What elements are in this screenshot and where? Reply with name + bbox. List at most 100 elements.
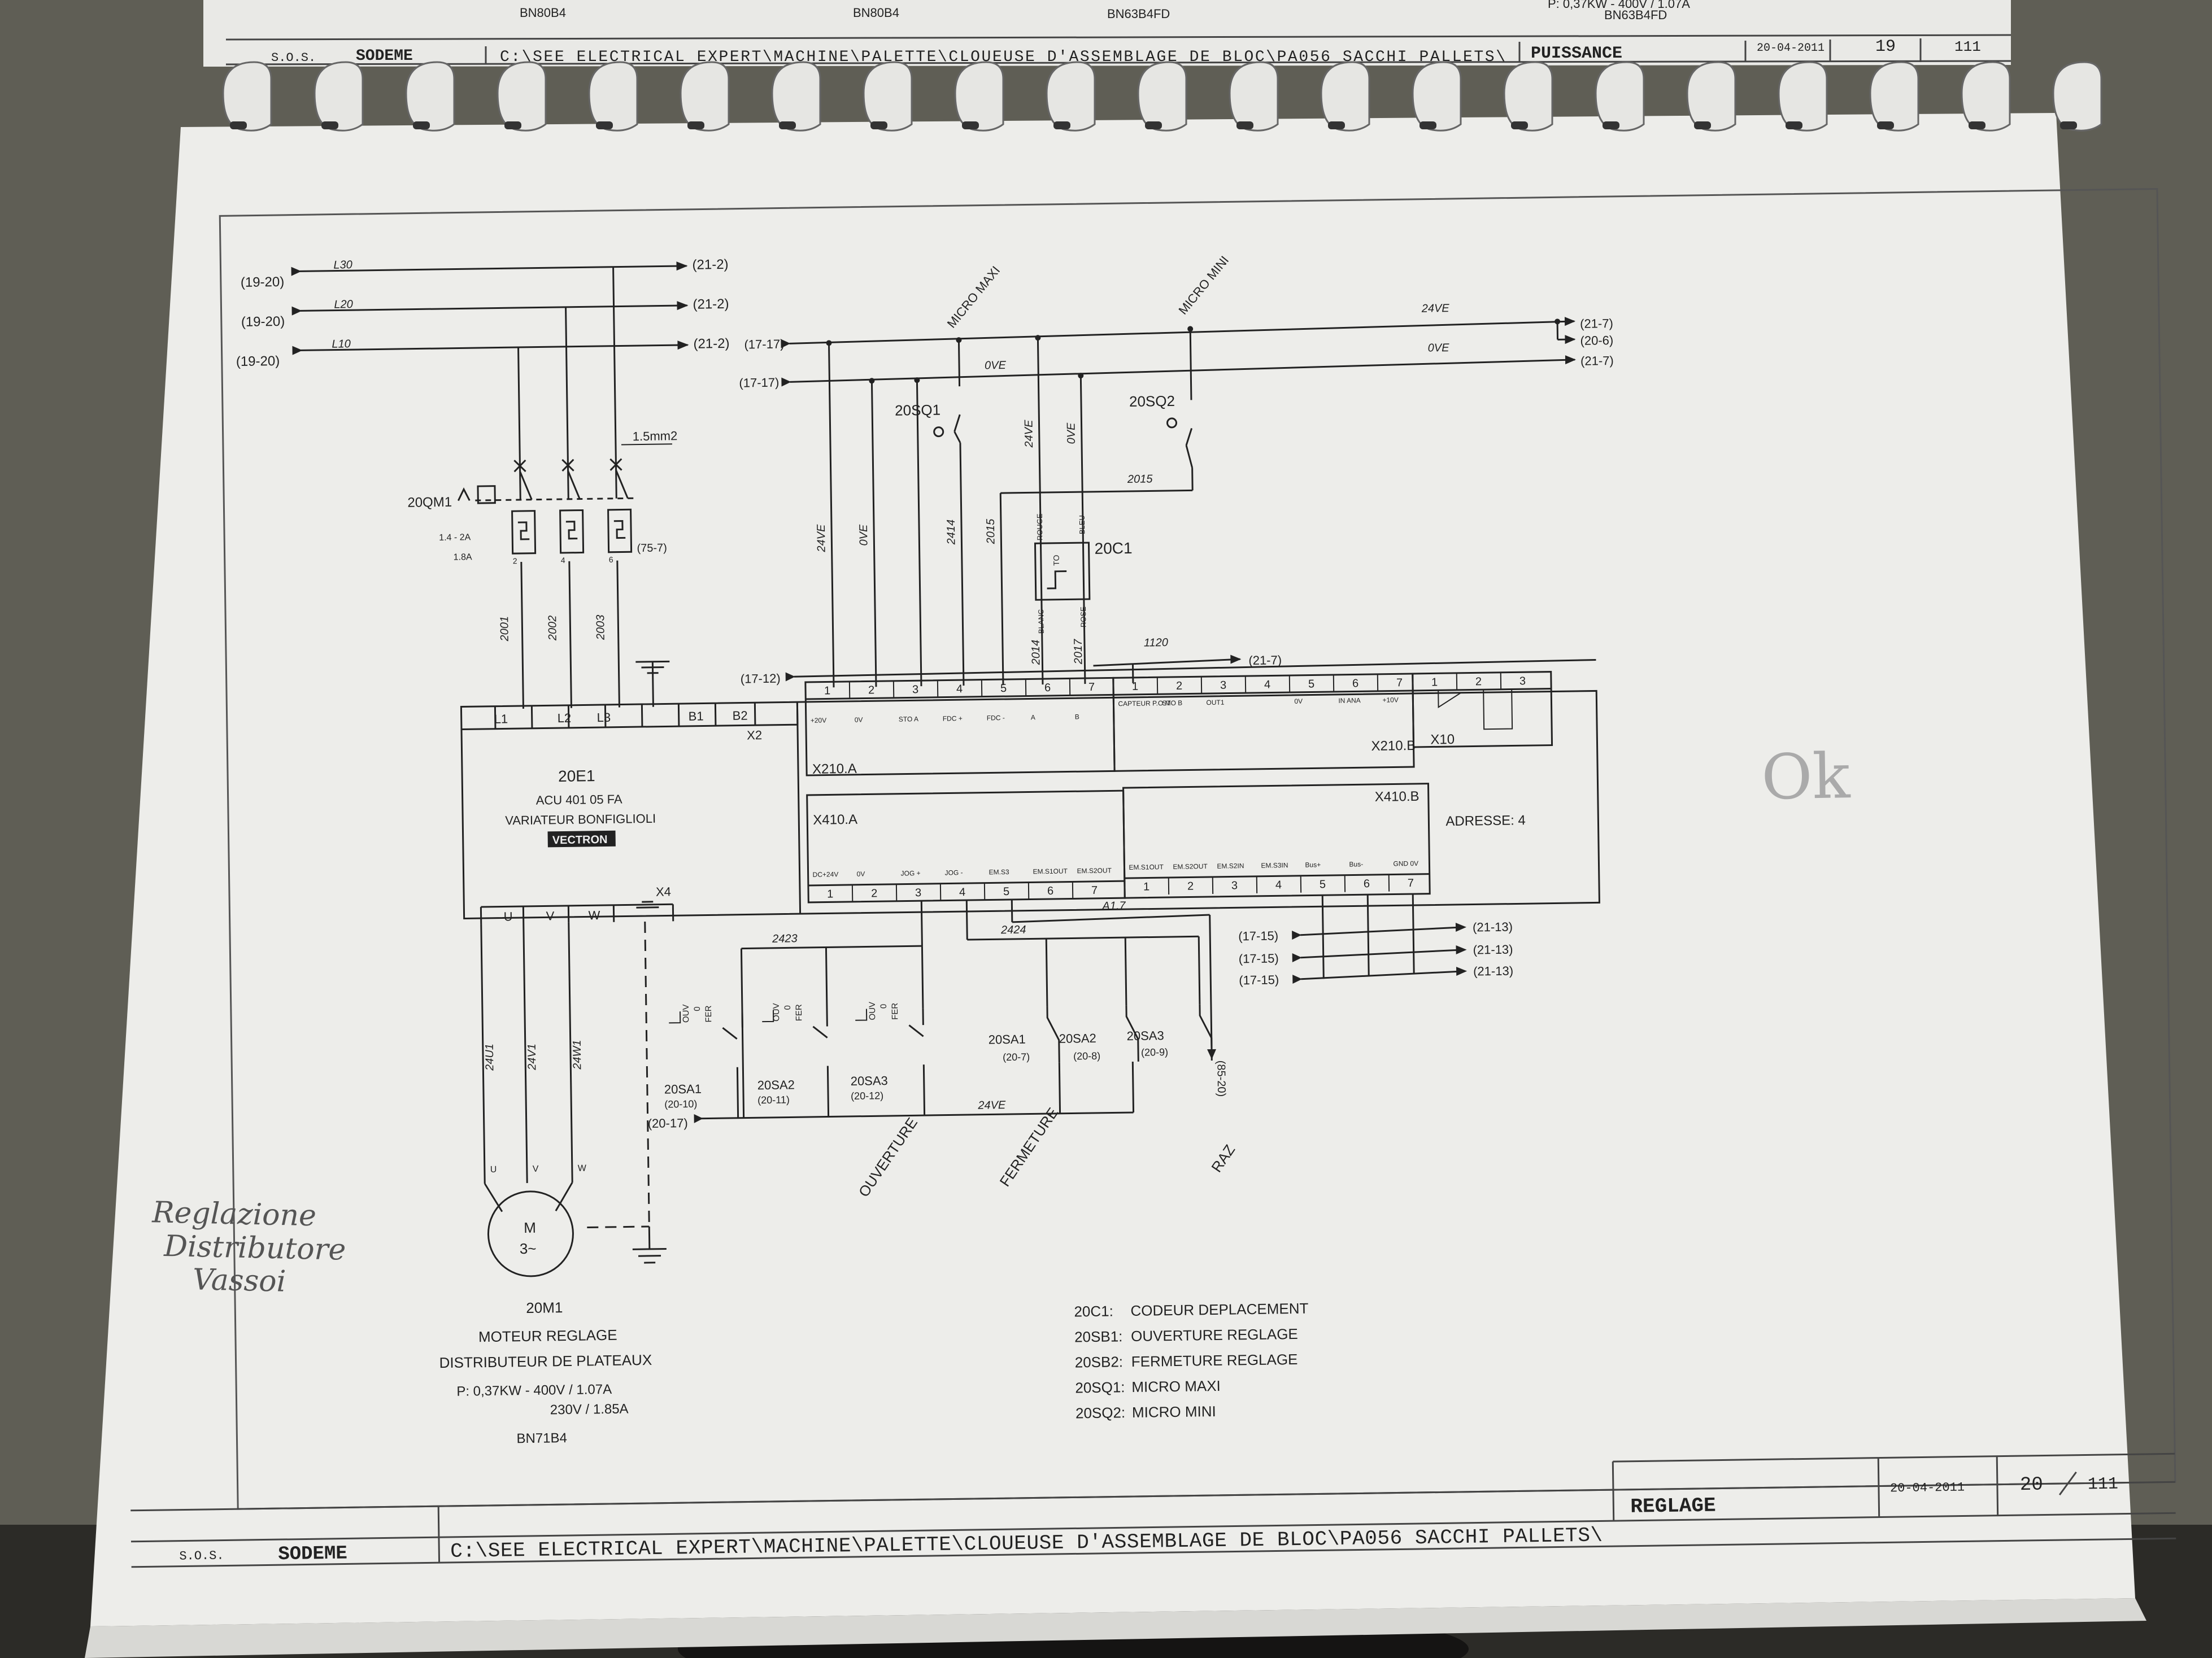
motor-line-1: MOTEUR REGLAGE bbox=[478, 1327, 617, 1345]
motor-term-w: W bbox=[578, 1163, 587, 1173]
binder-hole bbox=[1786, 121, 1802, 129]
wire-0ve-v1: 0VE bbox=[857, 524, 870, 546]
prev-total: 111 bbox=[1954, 38, 1981, 55]
x210a-terminal-num: 7 bbox=[1088, 681, 1095, 693]
binder-ring bbox=[222, 61, 272, 132]
legend-code-3: 20SB2: bbox=[1075, 1353, 1124, 1371]
wire-2003: 2003 bbox=[594, 614, 607, 640]
binder-ring bbox=[1229, 61, 1279, 132]
binder-hole bbox=[1694, 121, 1711, 129]
encoder-20c1: 20C1 bbox=[1094, 539, 1132, 557]
x410a-terminal-label: 0V bbox=[857, 870, 865, 878]
sel2-ouv: OUV bbox=[772, 1003, 781, 1022]
x410a-terminal-num: 4 bbox=[959, 886, 965, 898]
x210a-label: X210.A bbox=[812, 761, 857, 777]
legend-code-5: 20SQ2: bbox=[1075, 1404, 1126, 1421]
binder-ring bbox=[863, 61, 913, 132]
x210b-terminal-num: 1 bbox=[1132, 680, 1138, 693]
ref-21-7-a: (21-7) bbox=[1580, 316, 1613, 331]
bus-out-3: (21-13) bbox=[1473, 964, 1513, 979]
sos-label: S.O.S. bbox=[179, 1549, 224, 1564]
line-l10: L10 bbox=[332, 338, 351, 350]
switch-20sq1: 20SQ1 bbox=[895, 402, 940, 419]
contact-20sa1: 20SA1 bbox=[989, 1032, 1026, 1047]
ref-l20-in: (19-20) bbox=[241, 314, 285, 330]
binder-ring bbox=[405, 61, 455, 132]
sel2-fer: FER bbox=[794, 1004, 804, 1021]
motor-line-4: 230V / 1.85A bbox=[550, 1401, 629, 1417]
wire-2001: 2001 bbox=[498, 616, 511, 642]
x410b-terminal-num: 7 bbox=[1408, 877, 1414, 889]
binder-ring bbox=[1046, 61, 1096, 132]
wire-24ve-bottom: 24VE bbox=[977, 1099, 1006, 1112]
x410b-label: X410.B bbox=[1375, 789, 1419, 805]
x410a-terminal-num: 6 bbox=[1047, 885, 1053, 897]
binder-ring bbox=[1503, 61, 1553, 132]
x410b-terminal-label: EM.S3IN bbox=[1261, 861, 1288, 870]
component-legend: 20C1: CODEUR DEPLACEMENT 20SB1: OUVERTUR… bbox=[1074, 1300, 1308, 1422]
ref-l20-out: (21-2) bbox=[693, 296, 729, 312]
binder-hole bbox=[962, 121, 979, 129]
prev-mid-note: BN63B4FD bbox=[1107, 7, 1170, 21]
x210b-terminal-num: 7 bbox=[1396, 677, 1403, 689]
x410a-terminal-label: EM.S1OUT bbox=[1033, 867, 1068, 876]
motor-line-3: P: 0,37KW - 400V / 1.07A bbox=[456, 1382, 612, 1399]
line-l30: L30 bbox=[333, 259, 352, 271]
selector-20sa1-ref: (20-10) bbox=[664, 1098, 697, 1110]
wire-24v1: 24V1 bbox=[526, 1044, 539, 1071]
contact-20sa2-ref: (20-8) bbox=[1073, 1050, 1100, 1062]
rail-0ve: 0VE bbox=[1428, 342, 1450, 355]
bus-in-3: (17-15) bbox=[1239, 972, 1279, 987]
x210b-terminal-label: OUT1 bbox=[1206, 699, 1225, 706]
ref-21-7-c: (21-7) bbox=[1248, 653, 1282, 667]
binder-hole bbox=[504, 121, 521, 129]
x210a-terminal-num: 6 bbox=[1044, 682, 1051, 694]
x4-label: X4 bbox=[656, 884, 671, 898]
x410a-terminal-label: EM.S3 bbox=[989, 868, 1009, 876]
line-l20: L20 bbox=[334, 298, 353, 311]
sel1-zero: 0 bbox=[693, 1006, 702, 1011]
prev-section: PUISSANCE bbox=[1531, 44, 1622, 63]
x210b-terminal-num: 2 bbox=[1176, 680, 1182, 692]
ref-21-7-b: (21-7) bbox=[1580, 354, 1614, 368]
x410b-terminal-label: Bus+ bbox=[1305, 861, 1321, 869]
binder-hole bbox=[1053, 121, 1070, 129]
encoder-rouge: ROUGE bbox=[1035, 513, 1044, 540]
motor-breaker-20qm1 bbox=[457, 443, 672, 555]
wire-24u1: 24U1 bbox=[484, 1044, 497, 1071]
x410a-terminal-num: 1 bbox=[827, 888, 833, 900]
ref-20-6: (20-6) bbox=[1580, 333, 1613, 348]
binder-ring bbox=[1961, 61, 2011, 132]
x410a-terminal-label: JOG + bbox=[901, 869, 921, 877]
x2-label: X2 bbox=[747, 728, 762, 742]
rail-24ve: 24VE bbox=[1421, 302, 1450, 315]
control-circuit bbox=[789, 320, 1596, 688]
x410b-terminal-num: 6 bbox=[1364, 878, 1370, 890]
x210b-terminal-num: 6 bbox=[1352, 677, 1358, 690]
wire-2014: 2014 bbox=[1030, 640, 1043, 666]
selector-20sa1: 20SA1 bbox=[664, 1082, 702, 1097]
motor-20m1 bbox=[480, 921, 667, 1277]
x210a-terminal-label: FDC + bbox=[943, 714, 963, 722]
term-u: U bbox=[503, 909, 512, 923]
bus-in-2: (17-15) bbox=[1239, 951, 1279, 966]
x410a-terminal-num: 7 bbox=[1091, 884, 1098, 897]
legend-code-1: 20C1: bbox=[1074, 1302, 1113, 1320]
x410a-label: X410.A bbox=[813, 812, 857, 828]
selector-20sa2: 20SA2 bbox=[757, 1077, 795, 1092]
binder-hole bbox=[1328, 121, 1345, 129]
motor-term-v: V bbox=[533, 1164, 539, 1174]
wire-24w1: 24W1 bbox=[571, 1040, 584, 1070]
handwritten-ok: Ok bbox=[1761, 740, 1851, 813]
binder-ring bbox=[2052, 61, 2102, 132]
ref-l30-in: (19-20) bbox=[241, 274, 285, 290]
motor-line-2: DISTRIBUTEUR DE PLATEAUX bbox=[439, 1351, 652, 1371]
term-b1: B1 bbox=[689, 709, 704, 723]
x210b-terminal-label: STO B bbox=[1162, 699, 1182, 707]
encoder-rose: ROSE bbox=[1079, 607, 1088, 627]
pin-2: 2 bbox=[513, 556, 517, 565]
x210a-terminal-num: 3 bbox=[912, 683, 918, 696]
drive-model: ACU 401 05 FA bbox=[536, 792, 623, 808]
binder-hole bbox=[1877, 121, 1894, 129]
prev-right-code: BN63B4FD bbox=[1604, 8, 1667, 22]
